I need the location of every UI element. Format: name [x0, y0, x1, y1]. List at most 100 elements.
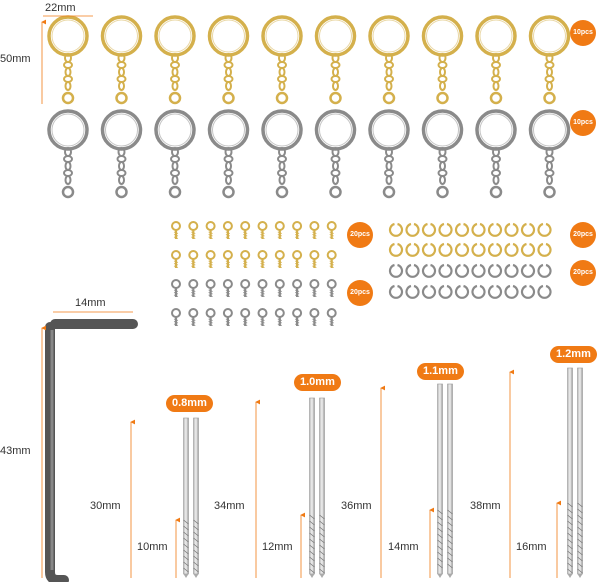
jump-ring	[504, 222, 519, 237]
screw-eye	[257, 308, 268, 326]
screw-eye	[326, 279, 337, 297]
drill-bit-3-diameter-badge: 1.1mm	[417, 363, 464, 380]
jump-ring	[421, 222, 437, 237]
screw-eye	[171, 308, 181, 326]
gold-keyring	[207, 15, 250, 105]
screw-eye	[188, 221, 199, 239]
screw-eye	[326, 221, 337, 239]
jump-ring	[520, 222, 536, 237]
jump-ring-set	[388, 222, 552, 299]
silver-keyring	[421, 109, 464, 199]
jump-ring	[388, 263, 404, 278]
screw-eye	[257, 279, 268, 297]
screw-eye	[326, 308, 337, 326]
screw-eye	[309, 279, 320, 297]
drill-bit-2-flute-label: 12mm	[262, 541, 293, 553]
jump-ring	[471, 242, 486, 257]
jump-ring	[438, 284, 453, 299]
jump-ring	[537, 263, 552, 278]
hex-key	[45, 319, 138, 582]
jump-ring	[388, 242, 404, 257]
drill-bit-4-flute-label: 16mm	[516, 541, 547, 553]
screw-eye	[205, 221, 216, 239]
jump-ring	[405, 222, 420, 237]
silver-keyring	[154, 109, 196, 199]
jump-ring	[471, 222, 486, 237]
jump-ring	[421, 263, 437, 278]
gold-keyring	[261, 15, 303, 105]
screw-eye	[171, 221, 181, 239]
screw-eye	[222, 279, 233, 297]
screw-eye	[274, 221, 285, 239]
gold-keyring-qty-badge: 10pcs	[570, 20, 596, 46]
jump-ring	[454, 284, 470, 299]
screw-eye	[222, 250, 233, 268]
screw-eye	[292, 308, 303, 326]
screw-eye	[274, 308, 285, 326]
screw-eye	[188, 250, 199, 268]
screw-eye	[171, 250, 181, 268]
silver-keyring	[314, 109, 357, 199]
jump-ring	[421, 242, 437, 257]
drill-bit-pair-1	[183, 417, 199, 578]
measurement-lines	[41, 15, 561, 578]
silver-jump-ring-qty-badge: 20pcs	[570, 260, 596, 286]
screw-eye	[257, 221, 268, 239]
keyring-set	[47, 15, 571, 199]
drill-bit-2-diameter-badge: 1.0mm	[294, 374, 341, 391]
silver-keyring	[47, 109, 89, 199]
jump-ring	[438, 242, 453, 257]
screw-eye	[326, 250, 337, 268]
jump-ring	[520, 284, 536, 299]
jump-ring	[454, 242, 470, 257]
drill-bit-2-total-label: 34mm	[214, 500, 245, 512]
drill-bit-1-flute-label: 10mm	[137, 541, 168, 553]
silver-keyring	[261, 109, 303, 199]
jump-ring	[454, 263, 470, 278]
keyring-height-label: 50mm	[0, 53, 31, 65]
screw-eye	[274, 279, 285, 297]
jump-ring	[471, 284, 486, 299]
drill-bit-1-total-label: 30mm	[90, 500, 121, 512]
jump-ring	[421, 284, 437, 299]
gold-keyring	[154, 15, 196, 105]
jump-ring	[487, 222, 503, 237]
gold-keyring	[368, 15, 410, 105]
drill-bit-4-total-label: 38mm	[470, 500, 501, 512]
jump-ring	[388, 284, 404, 299]
keyring-width-label: 22mm	[45, 2, 76, 14]
jump-ring	[487, 284, 503, 299]
gold-keyring	[421, 15, 464, 105]
hex-key-height-label: 43mm	[0, 445, 31, 457]
jump-ring	[405, 263, 420, 278]
drill-bit-pair-3	[437, 383, 453, 578]
silver-keyring	[368, 109, 410, 199]
screw-eye	[274, 250, 285, 268]
drill-bit-pair-2	[309, 397, 325, 578]
screw-eye	[188, 279, 199, 297]
jump-ring	[537, 284, 552, 299]
gold-screw-eye-qty-badge: 20pcs	[347, 222, 373, 248]
gold-keyring	[314, 15, 357, 105]
silver-keyring	[475, 109, 517, 199]
screw-eye	[292, 250, 303, 268]
gold-keyring	[47, 15, 89, 105]
jump-ring	[487, 242, 503, 257]
screw-eye	[240, 279, 251, 297]
jump-ring	[405, 284, 420, 299]
jump-ring	[388, 222, 404, 237]
screw-eye	[240, 308, 251, 326]
drill-bit-1-diameter-badge: 0.8mm	[166, 395, 213, 412]
screw-eye	[222, 308, 233, 326]
jump-ring	[537, 222, 552, 237]
jump-ring	[454, 222, 470, 237]
silver-keyring	[528, 109, 571, 199]
jump-ring	[520, 242, 536, 257]
drill-bit-3-flute-label: 14mm	[388, 541, 419, 553]
screw-eye	[309, 308, 320, 326]
drill-bit-4-diameter-badge: 1.2mm	[550, 346, 597, 363]
jump-ring	[438, 222, 453, 237]
screw-eye	[188, 308, 199, 326]
jump-ring	[471, 263, 486, 278]
gold-keyring	[475, 15, 517, 105]
